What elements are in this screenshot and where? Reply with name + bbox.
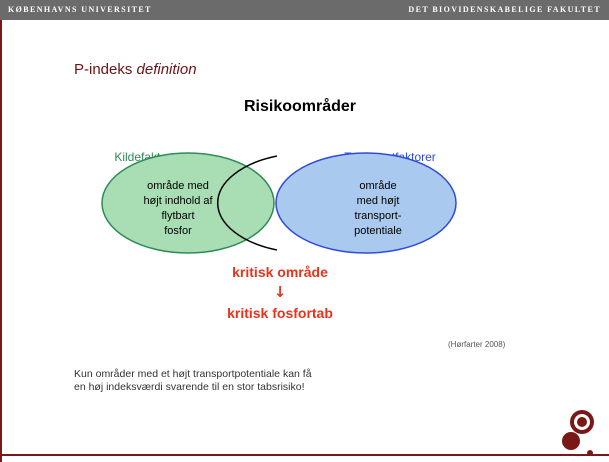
overlap-outline-left: [216, 155, 278, 251]
transport-factors-text: område med højt transport- potentiale: [354, 180, 402, 237]
diagram-heading: Risikoområder: [244, 97, 356, 115]
left-border-line: [0, 20, 2, 462]
header-bar: KØBENHAVNS UNIVERSITET DET BIOVIDENSKABE…: [0, 0, 609, 20]
transport-factors-ellipse: [276, 153, 456, 253]
body-text: Kun områder med et højt transportpotenti…: [74, 368, 494, 394]
source-factors-ellipse: [102, 153, 274, 253]
body-line: Kun områder med et højt transportpotenti…: [74, 368, 312, 380]
critical-area-label: kritisk område: [232, 264, 328, 280]
risk-diagram: Risikoområder Kildefaktorer Transportfak…: [101, 97, 457, 321]
down-arrow-icon: ↓: [274, 283, 287, 301]
slide-title-emphasis: definition: [136, 61, 197, 78]
faculty-name: DET BIOVIDENSKABELIGE FAKULTET: [408, 5, 601, 14]
source-text-line: fosfor: [164, 225, 192, 237]
body-line: en høj indeksværdi svarende til en stor …: [74, 381, 305, 393]
source-text-line: højt indhold af: [143, 195, 213, 207]
university-logo-icon: [562, 410, 594, 456]
transport-text-line: med højt: [357, 195, 400, 207]
source-factors-text: område med højt indhold af flytbart fosf…: [143, 180, 213, 237]
citation: (Hørfarter 2008): [448, 340, 506, 349]
transport-text-line: transport-: [354, 210, 401, 222]
transport-text-line: område: [359, 180, 396, 192]
source-text-line: område med: [147, 180, 209, 192]
bottom-border-line: [0, 454, 609, 456]
source-factors-outline: [101, 152, 275, 254]
transport-text-line: potentiale: [354, 225, 402, 237]
slide-title: P-indeks definition: [74, 61, 197, 78]
slide-title-prefix: P-indeks: [74, 61, 133, 78]
critical-loss-label: kritisk fosfortab: [227, 305, 333, 321]
source-text-line: flytbart: [161, 210, 194, 222]
transport-factors-outline: [275, 152, 457, 254]
university-name: KØBENHAVNS UNIVERSITET: [8, 5, 152, 14]
